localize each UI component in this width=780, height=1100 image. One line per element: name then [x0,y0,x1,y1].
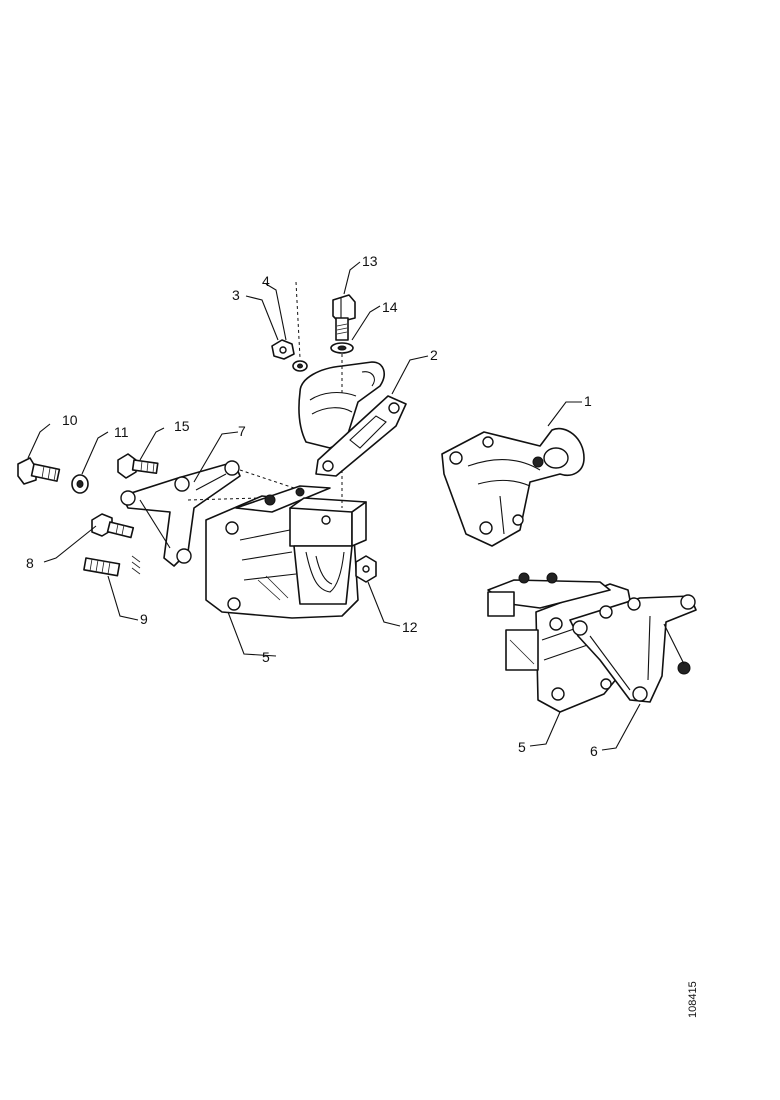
engine-mount-5-center [205,470,367,619]
washer-4 [292,360,308,372]
drawing-reference-number: 108415 [687,981,699,1018]
washer-14 [330,342,354,354]
right-bracket-1 [441,427,585,547]
callout-4: 4 [262,273,270,289]
callout-5-assembled: 5 [518,739,526,755]
upper-bracket-2 [298,354,407,477]
washer-11 [71,474,89,494]
callout-9: 9 [140,611,148,627]
callout-10: 10 [62,412,78,428]
callout-12: 12 [402,619,418,635]
stud-9 [83,555,141,577]
callout-5-center: 5 [262,649,270,665]
torque-link-6-assembled [569,594,697,703]
callout-7: 7 [238,423,246,439]
nut-3 [271,339,295,360]
callout-labels: 13 14 4 3 2 1 10 11 15 7 8 9 12 5 5 6 [26,253,598,759]
callout-2: 2 [430,347,438,363]
bolt-10 [17,457,61,485]
bolt-15 [117,453,159,479]
callout-14: 14 [382,299,398,315]
callout-1: 1 [584,393,592,409]
callout-13: 13 [362,253,378,269]
bolt-8 [91,513,135,539]
callout-8: 8 [26,555,34,571]
callout-15: 15 [174,418,190,434]
callout-6: 6 [590,743,598,759]
nut-12 [355,555,377,583]
leader-lines [27,261,641,751]
callout-3: 3 [232,287,240,303]
torque-link-7 [120,460,301,567]
bolt-13 [332,294,356,341]
callout-11: 11 [114,424,129,440]
